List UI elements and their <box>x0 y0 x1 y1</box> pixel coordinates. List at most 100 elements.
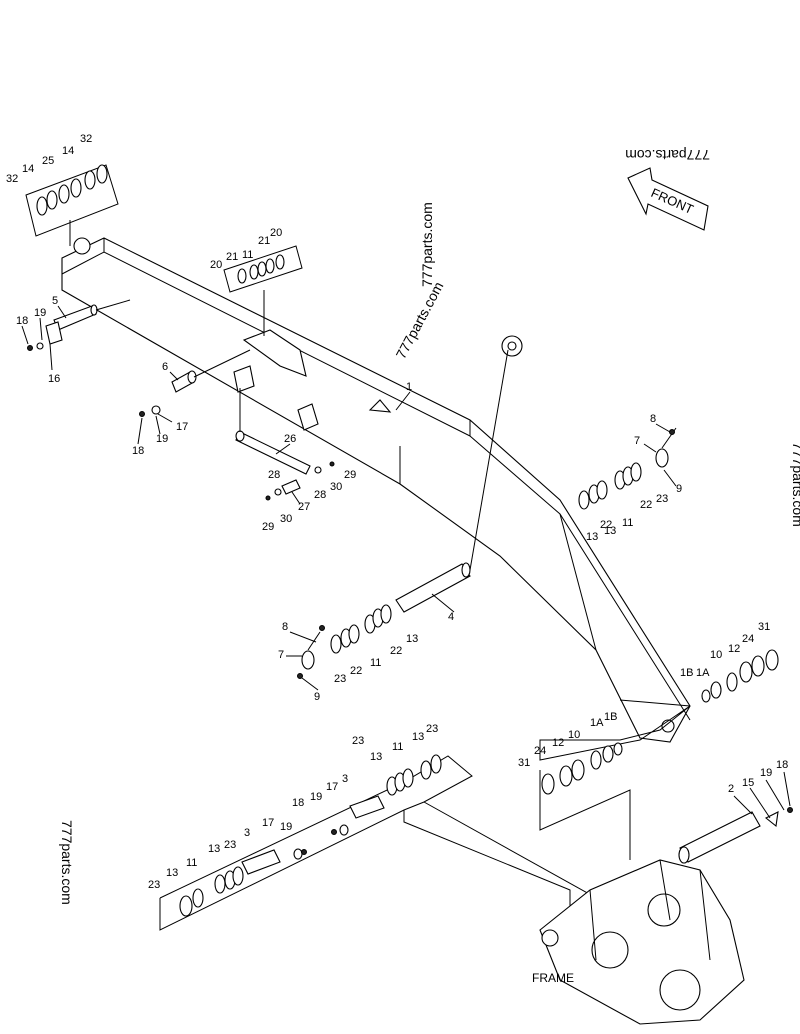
callout: 13 <box>586 531 598 543</box>
callout: 23 <box>656 493 668 505</box>
pin-2 <box>678 811 761 864</box>
callout: 6 <box>162 361 168 373</box>
callout: 2 <box>728 783 734 795</box>
callout-labels: 1 1A 1A 1B 1B 2 3 3 4 5 6 7 7 8 8 9 9 10… <box>6 133 788 985</box>
callout: 13 <box>604 525 616 537</box>
callout: 22 <box>390 645 402 657</box>
callout: 7 <box>634 435 640 447</box>
callout: 18 <box>16 315 28 327</box>
callout: 17 <box>176 421 188 433</box>
leader-lines <box>21 305 791 819</box>
callout: 10 <box>710 649 722 661</box>
watermark: 777parts.com <box>625 147 710 163</box>
callout: 24 <box>742 633 754 645</box>
callout: 30 <box>330 481 342 493</box>
callout: 25 <box>42 155 54 167</box>
pin-5 <box>45 299 131 345</box>
callout: 1 <box>406 381 412 393</box>
callout: 23 <box>334 673 346 685</box>
callout: 12 <box>552 737 564 749</box>
callout: 31 <box>518 757 530 769</box>
watermark: 777parts.com <box>393 279 447 361</box>
pin-27-assembly <box>265 461 335 501</box>
callout: 3 <box>244 827 250 839</box>
callout: 7 <box>278 649 284 661</box>
callout: 23 <box>426 723 438 735</box>
callout: 17 <box>326 781 338 793</box>
callout: 24 <box>534 745 546 757</box>
washer-stack-left-mid <box>301 604 392 670</box>
callout: 5 <box>52 295 58 307</box>
callout: 10 <box>568 729 580 741</box>
callout: 23 <box>224 839 236 851</box>
callout: 17 <box>262 817 274 829</box>
callout: 32 <box>80 133 92 145</box>
pin-26 <box>235 388 311 475</box>
callout: 1A <box>590 717 604 729</box>
frame-label: FRAME <box>532 971 574 985</box>
callout: 13 <box>406 633 418 645</box>
callout: 18 <box>776 759 788 771</box>
callout: 8 <box>282 621 288 633</box>
callout: 3 <box>342 773 348 785</box>
callout: 19 <box>34 307 46 319</box>
watermark: 777parts.com <box>790 442 800 527</box>
callout: 13 <box>370 751 382 763</box>
callout: 20 <box>270 227 282 239</box>
callout: 11 <box>622 517 633 529</box>
callout: 32 <box>6 173 18 185</box>
callout: 22 <box>600 519 612 531</box>
callout: 9 <box>676 483 682 495</box>
callout: 22 <box>350 665 362 677</box>
bolt-group-upper <box>27 342 793 855</box>
washer-stack-bottom <box>159 754 601 931</box>
washer-stack-right-lower <box>539 649 779 860</box>
callout: 11 <box>370 657 381 669</box>
callout: 21 <box>226 251 238 263</box>
callout: 22 <box>640 499 652 511</box>
callout: 28 <box>314 489 326 501</box>
watermark: 777parts.com <box>419 202 435 287</box>
callout: 29 <box>262 521 274 533</box>
callout: 1B <box>604 711 617 723</box>
callout: 28 <box>268 469 280 481</box>
callout: 9 <box>314 691 320 703</box>
callout: 14 <box>62 145 74 157</box>
callout: 23 <box>148 879 160 891</box>
callout: 12 <box>728 643 740 655</box>
callout: 18 <box>132 445 144 457</box>
callout: 26 <box>284 433 296 445</box>
callout: 11 <box>242 249 253 261</box>
frame-body <box>539 859 745 1025</box>
callout: 23 <box>352 735 364 747</box>
callout: 20 <box>210 259 222 271</box>
callout: 19 <box>280 821 292 833</box>
callout: 29 <box>344 469 356 481</box>
callout: 27 <box>298 501 310 513</box>
callout: 13 <box>412 731 424 743</box>
callout: 31 <box>758 621 770 633</box>
callout: 19 <box>310 791 322 803</box>
washer-stack-top-middle <box>223 245 303 336</box>
callout: 1B <box>680 667 693 679</box>
watermark: 777parts.com <box>59 820 75 905</box>
callout: 13 <box>166 867 178 879</box>
callout: 16 <box>48 373 60 385</box>
callout: 18 <box>292 797 304 809</box>
boom-body <box>61 237 691 743</box>
callout: 1A <box>696 667 710 679</box>
callout: 19 <box>760 767 772 779</box>
callout: 30 <box>280 513 292 525</box>
callout: 11 <box>392 741 403 753</box>
pin-6 <box>171 349 251 393</box>
callout: 8 <box>650 413 656 425</box>
callout: 15 <box>742 777 754 789</box>
callout: 4 <box>448 611 454 623</box>
callout: 13 <box>208 843 220 855</box>
boom-pin-4 <box>395 349 509 613</box>
front-arrow-icon: FRONT <box>627 167 709 231</box>
washer-stack-right-mid <box>578 427 677 510</box>
callout: 14 <box>22 163 34 175</box>
washer-stack-top-left <box>25 164 119 246</box>
